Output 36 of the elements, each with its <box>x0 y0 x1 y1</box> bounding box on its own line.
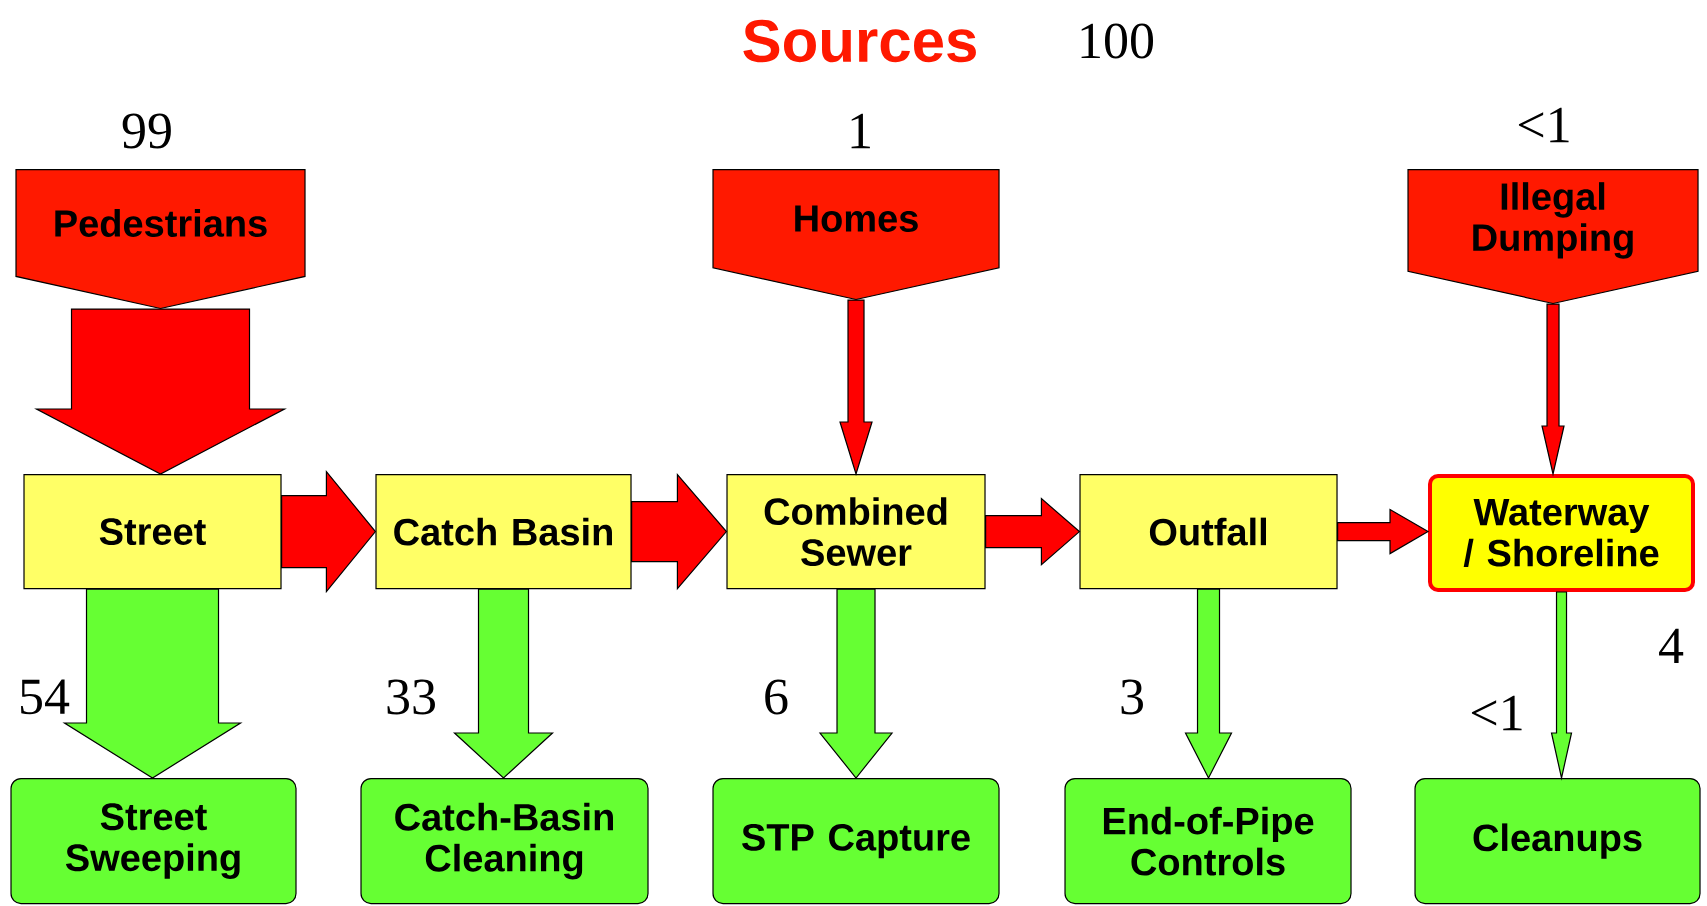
block-arrow <box>34 308 287 475</box>
control-box: STP Capture <box>712 778 1000 905</box>
process-box: Combined Sewer <box>726 474 986 590</box>
process-box: Catch Basin <box>375 474 632 590</box>
source-pentagon: Pedestrians <box>15 169 306 310</box>
control-box: Street Sweeping <box>10 778 297 905</box>
block-arrow <box>1184 588 1233 780</box>
process-box: Outfall <box>1079 474 1338 590</box>
source-pentagon: Homes <box>712 169 1000 301</box>
block-arrow <box>818 588 894 779</box>
block-arrow <box>281 469 377 594</box>
value-label: <1 <box>1518 107 1569 143</box>
block-arrow <box>1337 508 1430 555</box>
edge-label: <1 <box>1471 695 1522 731</box>
source-pentagon: Illegal Dumping <box>1407 169 1699 305</box>
edge-label: 54 <box>21 679 70 715</box>
value-label: 99 <box>122 113 171 149</box>
control-box: Catch-Basin Cleaning <box>360 778 649 905</box>
process-box: Street <box>23 474 282 590</box>
value-label: 1 <box>851 113 870 149</box>
block-arrow <box>985 497 1081 566</box>
control-box: Cleanups <box>1414 778 1701 905</box>
block-arrow <box>62 588 243 779</box>
receiving-box: Waterway / Shoreline <box>1428 474 1695 592</box>
edge-label: 6 <box>765 679 788 715</box>
control-box: End-of-Pipe Controls <box>1064 778 1352 905</box>
number-label: 4 <box>1659 628 1684 664</box>
block-arrow <box>1541 303 1565 477</box>
edge-label: 3 <box>1121 679 1143 715</box>
block-arrow <box>839 299 873 477</box>
number-label: 100 <box>1081 23 1154 59</box>
block-arrow <box>1550 591 1573 781</box>
block-arrow <box>631 472 728 591</box>
edge-label: 33 <box>387 679 435 715</box>
title: Sources <box>743 19 976 63</box>
block-arrow <box>452 588 555 779</box>
